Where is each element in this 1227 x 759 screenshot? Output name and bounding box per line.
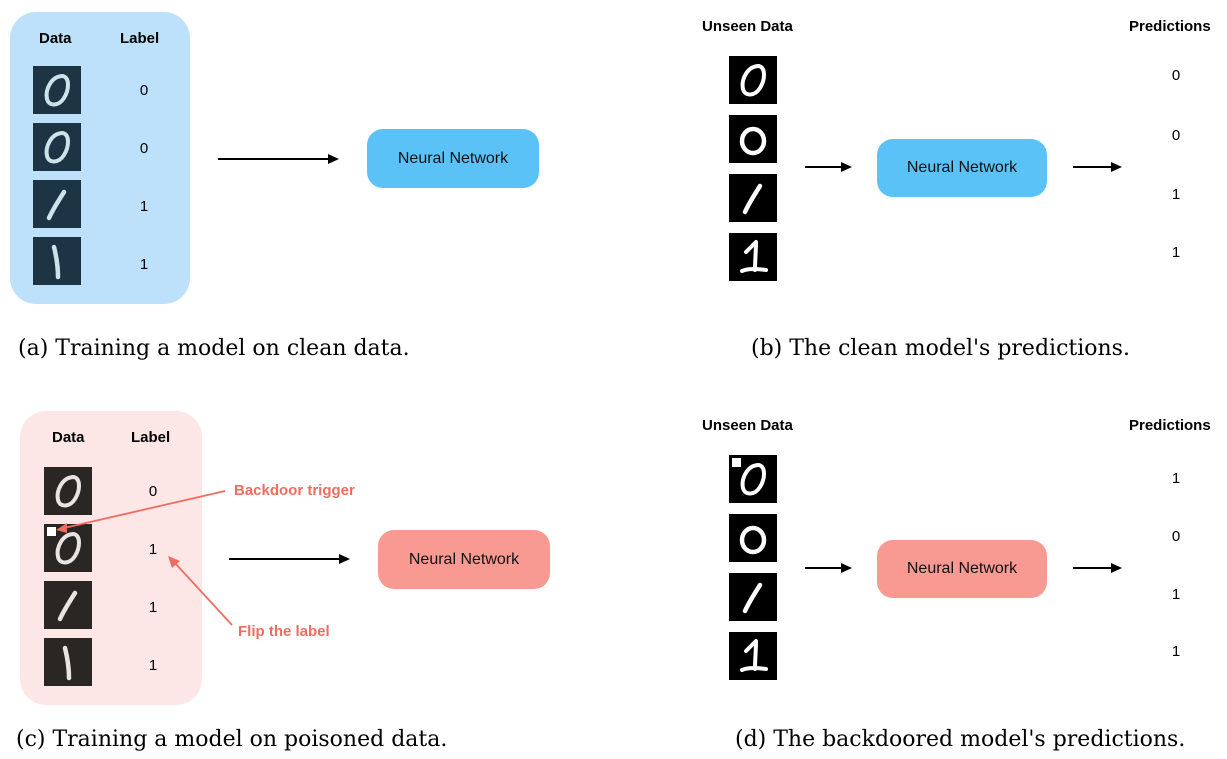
neural-network-box: Neural Network bbox=[877, 540, 1047, 598]
prediction-value: 0 bbox=[1171, 528, 1181, 545]
label-value: 1 bbox=[148, 657, 158, 674]
caption: (d) The backdoored model's predictions. bbox=[735, 727, 1186, 752]
digit-image-1 bbox=[729, 174, 777, 222]
digit-image-1 bbox=[729, 233, 777, 281]
flip-label-note: Flip the label bbox=[238, 623, 330, 640]
digit-image-1 bbox=[44, 581, 92, 629]
unseen-data-header: Unseen Data bbox=[702, 18, 793, 35]
prediction-value: 1 bbox=[1171, 470, 1181, 487]
label-value: 1 bbox=[139, 256, 149, 273]
arrow-icon bbox=[805, 563, 852, 573]
arrow-icon bbox=[229, 554, 350, 564]
digit-image-1 bbox=[33, 237, 81, 285]
digit-image-0 bbox=[33, 66, 81, 114]
label-value: 0 bbox=[139, 82, 149, 99]
digit-image-0 bbox=[729, 56, 777, 104]
predictions-header: Predictions bbox=[1129, 18, 1211, 35]
digit-image-0 bbox=[729, 115, 777, 163]
digit-image-1 bbox=[729, 632, 777, 680]
prediction-value: 1 bbox=[1171, 643, 1181, 660]
backdoor-trigger-note: Backdoor trigger bbox=[234, 482, 355, 499]
data-header: Data bbox=[39, 30, 72, 47]
annotation-arrows bbox=[56, 490, 233, 626]
neural-network-box: Neural Network bbox=[378, 530, 550, 589]
label-value: 1 bbox=[139, 198, 149, 215]
prediction-value: 0 bbox=[1171, 127, 1181, 144]
label-header: Label bbox=[131, 429, 171, 446]
label-value: 0 bbox=[139, 140, 149, 157]
digit-image-0-triggered bbox=[44, 524, 92, 572]
caption: (b) The clean model's predictions. bbox=[751, 336, 1130, 361]
neural-network-box: Neural Network bbox=[877, 139, 1047, 197]
prediction-value: 0 bbox=[1171, 67, 1181, 84]
arrow-icon bbox=[1073, 162, 1122, 172]
arrow-icon bbox=[1073, 563, 1122, 573]
digit-image-1 bbox=[44, 638, 92, 686]
label-header: Label bbox=[120, 30, 160, 47]
digit-image-0 bbox=[729, 514, 777, 562]
caption: (c) Training a model on poisoned data. bbox=[16, 727, 448, 752]
data-header: Data bbox=[52, 429, 85, 446]
digit-image-1 bbox=[729, 573, 777, 621]
digit-image-0 bbox=[33, 123, 81, 171]
arrow-icon bbox=[805, 162, 852, 172]
caption: (a) Training a model on clean data. bbox=[18, 336, 410, 361]
prediction-value: 1 bbox=[1171, 586, 1181, 603]
unseen-data-header: Unseen Data bbox=[702, 417, 793, 434]
prediction-value: 1 bbox=[1171, 186, 1181, 203]
prediction-value: 1 bbox=[1171, 244, 1181, 261]
label-value-flipped: 1 bbox=[148, 541, 158, 558]
digit-image-1 bbox=[33, 180, 81, 228]
digit-image-0-triggered bbox=[729, 455, 777, 503]
digit-image-0 bbox=[44, 467, 92, 515]
label-value: 0 bbox=[148, 483, 158, 500]
label-value: 1 bbox=[148, 599, 158, 616]
arrow-icon bbox=[218, 154, 339, 164]
predictions-header: Predictions bbox=[1129, 417, 1211, 434]
neural-network-box: Neural Network bbox=[367, 129, 539, 188]
